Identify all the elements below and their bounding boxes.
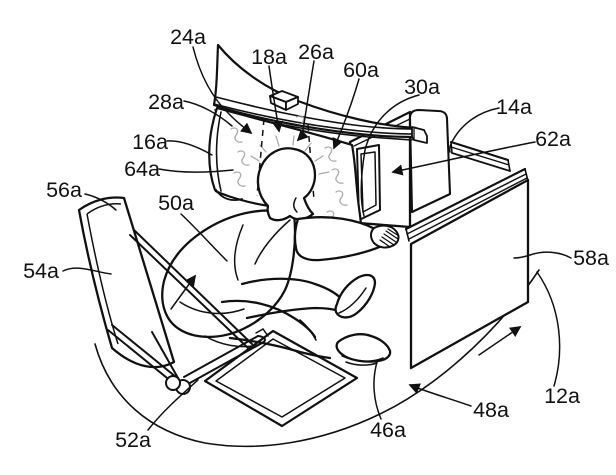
leader-54a: [62, 267, 112, 275]
canopy-end-bracket: [411, 126, 428, 144]
leader-16a: [166, 140, 213, 156]
leader-46a: [373, 361, 382, 420]
user-torso: [161, 209, 297, 338]
leader-lines: [62, 46, 572, 431]
user-legs: [220, 273, 392, 366]
label-12a: 12a: [544, 384, 580, 408]
label-16a: 16a: [132, 130, 168, 154]
armrest-rail: [129, 234, 249, 349]
leader-60a: [332, 78, 360, 150]
head-rays: [250, 135, 330, 175]
fingers: [379, 228, 400, 248]
label-28a: 28a: [148, 90, 184, 114]
label-58a: 58a: [573, 246, 609, 270]
seat-strut: [183, 335, 259, 378]
label-18a: 18a: [251, 45, 287, 69]
floor-mat: [203, 329, 359, 428]
desk-back-rail: [450, 141, 509, 161]
desk-top-face: [406, 153, 525, 229]
shoe-far: [334, 273, 377, 319]
label-50a: 50a: [158, 191, 194, 215]
user-arm: [293, 216, 400, 262]
leader-18a: [268, 65, 284, 133]
leader-30a: [360, 94, 420, 217]
label-48a: 48a: [473, 398, 509, 422]
leader-28a: [183, 100, 233, 127]
label-64a: 64a: [124, 157, 160, 181]
leader-56a: [84, 193, 117, 211]
back-rail: [151, 331, 179, 379]
leader-58a: [513, 251, 572, 259]
monitor: [348, 110, 413, 229]
direction-arrow-50a: [170, 274, 196, 310]
back-rail: [111, 324, 177, 378]
label-62a: 62a: [535, 127, 571, 151]
label-56a: 56a: [46, 178, 82, 202]
label-60a: 60a: [343, 58, 379, 82]
shoe-near: [335, 333, 392, 363]
user-head: [256, 147, 317, 222]
desk-front-edge: [404, 167, 527, 231]
leader-48a: [408, 383, 472, 407]
desk-side-panel: [409, 178, 530, 370]
pivot-cylinder: [165, 375, 181, 391]
label-52a: 52a: [115, 428, 151, 452]
ground-line: [94, 269, 540, 448]
back-rail: [107, 329, 173, 383]
leader-52a: [147, 379, 199, 431]
leader-12a: [536, 271, 561, 387]
seat-strut: [187, 342, 263, 385]
shroud-left-rim: [215, 111, 222, 192]
strut-bracket: [255, 328, 269, 337]
flow-lines: [230, 115, 348, 226]
label-30a: 30a: [404, 75, 440, 99]
screen: [360, 151, 377, 213]
reference-labels: 24a 18a 26a 60a 30a 14a 62a 28a 16a 64a …: [23, 25, 609, 452]
leader-26a: [296, 60, 315, 142]
leader-14a: [448, 107, 500, 153]
label-46a: 46a: [370, 418, 406, 442]
leader-24a: [192, 46, 253, 135]
label-54a: 54a: [23, 259, 59, 283]
seat-edge: [204, 335, 259, 348]
direction-arrow-12a: [478, 326, 522, 356]
label-14a: 14a: [496, 95, 532, 119]
leader-50a: [180, 213, 228, 262]
desk: [348, 108, 530, 370]
label-26a: 26a: [298, 40, 334, 64]
leader-64a: [158, 168, 234, 173]
chair-backrest: [77, 196, 176, 369]
canopy-band: [215, 96, 416, 130]
label-24a: 24a: [170, 25, 206, 49]
shroud-hem: [215, 189, 243, 202]
leader-62a: [391, 141, 536, 176]
ear-line: [293, 197, 298, 213]
forearm: [293, 216, 389, 262]
canopy-band: [213, 103, 415, 135]
